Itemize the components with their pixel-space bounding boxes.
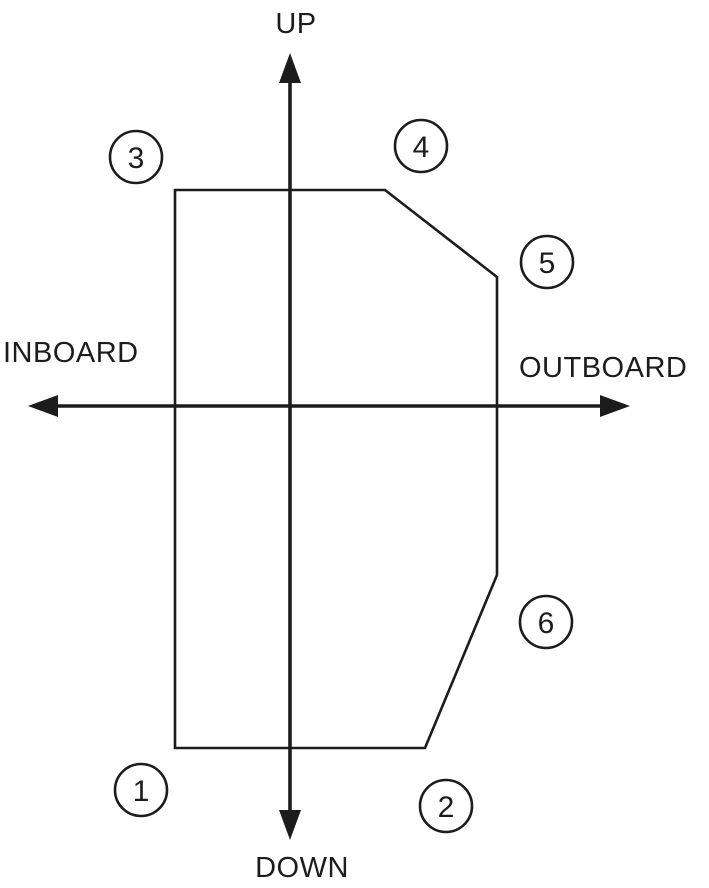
inboard-arrowhead-icon xyxy=(28,395,58,417)
point-number-4: 4 xyxy=(413,131,430,164)
up-label: UP xyxy=(275,8,316,40)
point-marker-4: 4 xyxy=(393,118,449,174)
envelope-outline xyxy=(173,188,499,750)
point-number-6: 6 xyxy=(538,607,555,640)
point-number-2: 2 xyxy=(438,791,455,824)
outboard-label: OUTBOARD xyxy=(519,352,687,384)
point-marker-3: 3 xyxy=(108,129,164,185)
down-label: DOWN xyxy=(255,852,349,884)
point-marker-1: 1 xyxy=(113,762,169,818)
outboard-arrowhead-icon xyxy=(600,395,630,417)
point-marker-6: 6 xyxy=(518,594,574,650)
point-number-5: 5 xyxy=(539,247,556,280)
down-arrowhead-icon xyxy=(279,810,301,840)
point-number-3: 3 xyxy=(128,142,145,175)
point-number-1: 1 xyxy=(133,775,150,808)
point-marker-2: 2 xyxy=(418,778,474,834)
inboard-label: INBOARD xyxy=(3,337,139,369)
point-marker-5: 5 xyxy=(519,234,575,290)
up-arrowhead-icon xyxy=(279,53,301,83)
